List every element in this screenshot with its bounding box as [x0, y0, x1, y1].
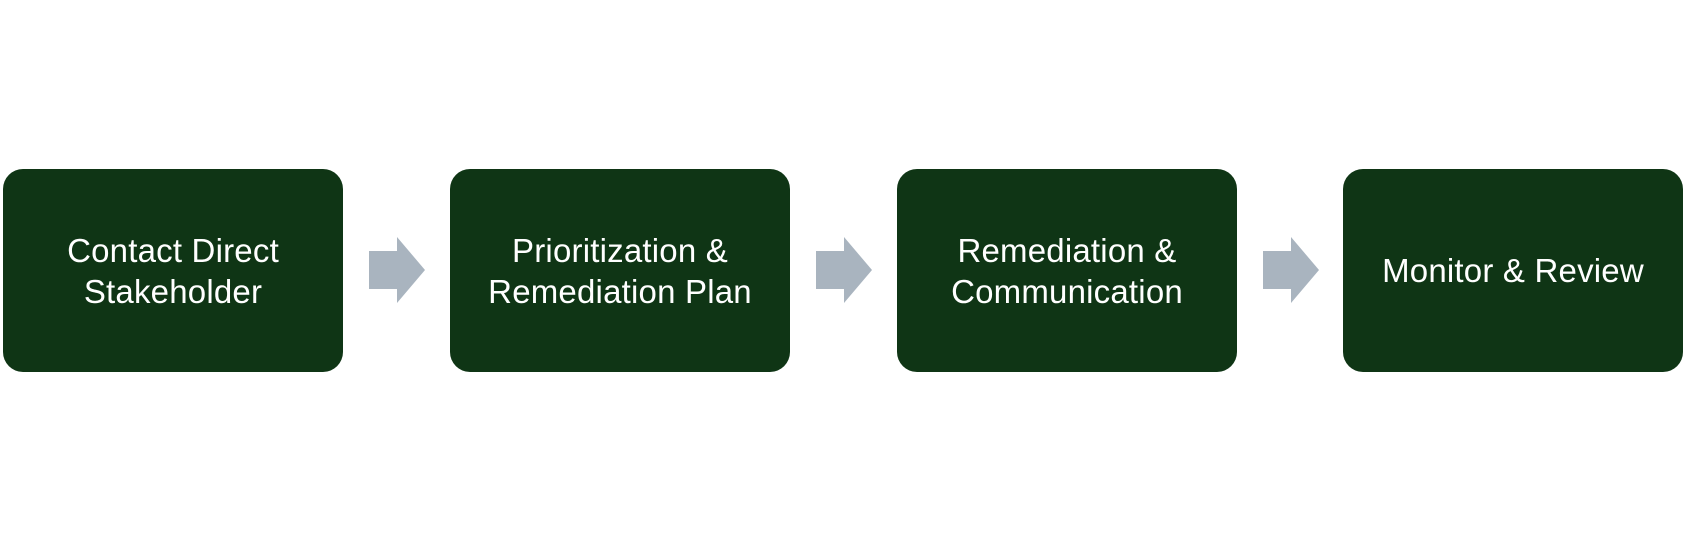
step-monitor-review: Monitor & Review — [1343, 169, 1683, 372]
step-contact-direct-stakeholder: Contact Direct Stakeholder — [3, 169, 343, 372]
right-arrow-icon — [369, 237, 425, 303]
right-arrow-shape — [369, 237, 425, 303]
step-label: Contact Direct Stakeholder — [67, 231, 279, 310]
right-arrow-icon — [1263, 237, 1319, 303]
right-arrow-shape — [1263, 237, 1319, 303]
step-label: Prioritization & Remediation Plan — [488, 231, 752, 310]
right-arrow-icon — [816, 237, 872, 303]
step-prioritization-remediation-plan: Prioritization & Remediation Plan — [450, 169, 790, 372]
right-arrow-shape — [816, 237, 872, 303]
step-remediation-communication: Remediation & Communication — [897, 169, 1237, 372]
step-label: Monitor & Review — [1382, 252, 1644, 289]
step-label: Remediation & Communication — [951, 231, 1183, 310]
